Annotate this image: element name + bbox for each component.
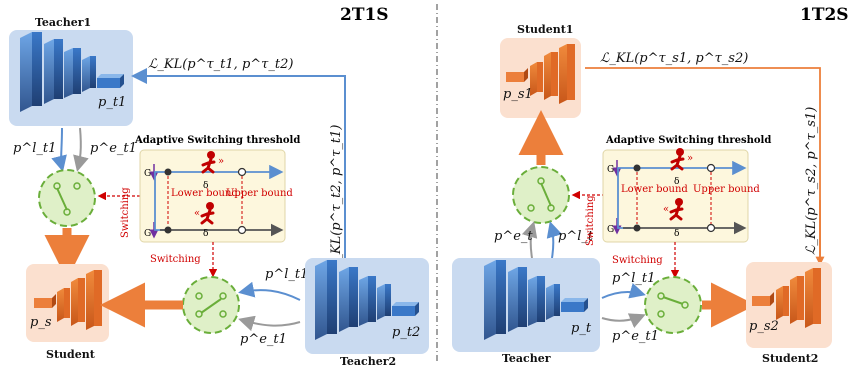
kl-top-label-left: ℒ_KL(p^τ_t1, p^τ_t2) [148, 57, 293, 72]
switching-label-left-side: Switching [120, 187, 131, 238]
switching-label-left-bottom: Switching [150, 254, 201, 265]
switching-label-right-bottom: Switching [612, 255, 663, 266]
switch-node-left-bottom[interactable] [182, 276, 240, 334]
switching-label-right-side: Switching [585, 195, 596, 246]
kl-top-label-right: ℒ_KL(p^τ_s1, p^τ_s2) [600, 51, 748, 66]
switch-node-left-top[interactable] [38, 169, 96, 227]
threshold-box-right: Adaptive Switching threshold G G Lower b… [602, 135, 771, 243]
teacher1-network-icon [20, 32, 124, 112]
student-output-label: p_s [30, 315, 52, 330]
runner-arrows-bottom-left: « [194, 208, 200, 219]
delta-bottom-right: δ [674, 229, 679, 239]
teacher-l2-arrow-right [601, 283, 646, 299]
teacher2-e-arrow [238, 315, 301, 332]
teacher1-e-arrow [73, 127, 89, 172]
runner-icon-top-right [670, 148, 685, 171]
upper-bound-label-left: Upper bound [226, 188, 293, 199]
student-label: Student [46, 348, 96, 361]
g-label-bottom-right: G [607, 225, 614, 235]
teacher2-label: Teacher2 [340, 355, 396, 366]
title-1t2s: 1T2S [800, 5, 849, 25]
teacher1-network-box: p_t1 [9, 30, 133, 126]
runner-arrows-top-right: » [687, 153, 693, 164]
threshold-title-left: Adaptive Switching threshold [134, 135, 300, 146]
delta-top-right: δ [674, 177, 679, 187]
g-label-top-left: G [144, 169, 151, 179]
delta-top-left: δ [203, 181, 208, 191]
title-2t1s: 2T1S [340, 5, 389, 25]
logit-l2-label-right: p^l_t1 [612, 271, 655, 286]
switch-node-right-bottom[interactable] [644, 276, 702, 334]
runner-icon-top-left [201, 151, 216, 174]
student1-network-box: p_s1 [500, 38, 581, 118]
runner-arrows-top-left: » [218, 156, 224, 167]
g-label-top-right: G [607, 165, 614, 175]
student-network-box: p_s [26, 264, 109, 342]
teacher1-label: Teacher1 [35, 16, 91, 29]
teacher-l-arrow-right [546, 221, 563, 259]
logit-e2-label-left: p^e_t1 [240, 332, 287, 347]
teacher1-output-label: p_t1 [98, 95, 126, 110]
teacher1-l-arrow [51, 127, 67, 172]
logit-e-label-right: p^e_t [494, 229, 533, 244]
kl-top-line-right [585, 67, 821, 262]
threshold-box-left: Adaptive Switching threshold G G Lower b… [134, 135, 300, 243]
teacher2-network-box: p_t2 [305, 258, 429, 354]
student2-label: Student2 [762, 352, 818, 365]
kl-side-label-left: ℒ_KL(p^τ_t2, p^τ_t1) [329, 125, 344, 270]
teacher-output-label: p_t [571, 321, 592, 336]
student1-output-label: p_s1 [503, 87, 533, 102]
student1-label: Student1 [517, 23, 573, 36]
threshold-title-right: Adaptive Switching threshold [605, 135, 771, 146]
switch-node-right-top[interactable] [512, 166, 570, 224]
delta-bottom-left: δ [203, 229, 208, 239]
logit-e-label-left: p^e_t1 [90, 141, 137, 156]
runner-arrows-bottom-right: « [663, 204, 669, 215]
teacher-label: Teacher [502, 352, 551, 365]
teacher2-l-arrow [238, 281, 301, 301]
lower-bound-label-right: Lower bound [621, 184, 688, 195]
kl-top-arrow-left [131, 68, 346, 148]
student2-output-label: p_s2 [749, 319, 779, 334]
teacher2-output-label: p_t2 [392, 325, 420, 340]
g-label-bottom-left: G [144, 229, 151, 239]
teacher-e2-arrow-right [601, 313, 646, 329]
runner-icon-bottom-left [200, 202, 215, 225]
logit-l-label-left: p^l_t1 [13, 141, 56, 156]
teacher-e-arrow-right [521, 221, 538, 259]
kl-side-label-right: ℒ_KL(p^τ_s2, p^τ_s1) [804, 107, 819, 255]
upper-bound-label-right: Upper bound [693, 184, 760, 195]
runner-icon-bottom-right [669, 198, 684, 221]
logit-l2-label-left: p^l_t1 [265, 267, 308, 282]
logit-e2-label-right: p^e_t1 [612, 329, 659, 344]
lower-bound-label-left: Lower bound [171, 188, 238, 199]
student2-network-box: p_s2 [746, 262, 832, 348]
teacher-network-box: p_t [452, 258, 600, 352]
logit-l-label-right: p^l_t [558, 229, 594, 244]
